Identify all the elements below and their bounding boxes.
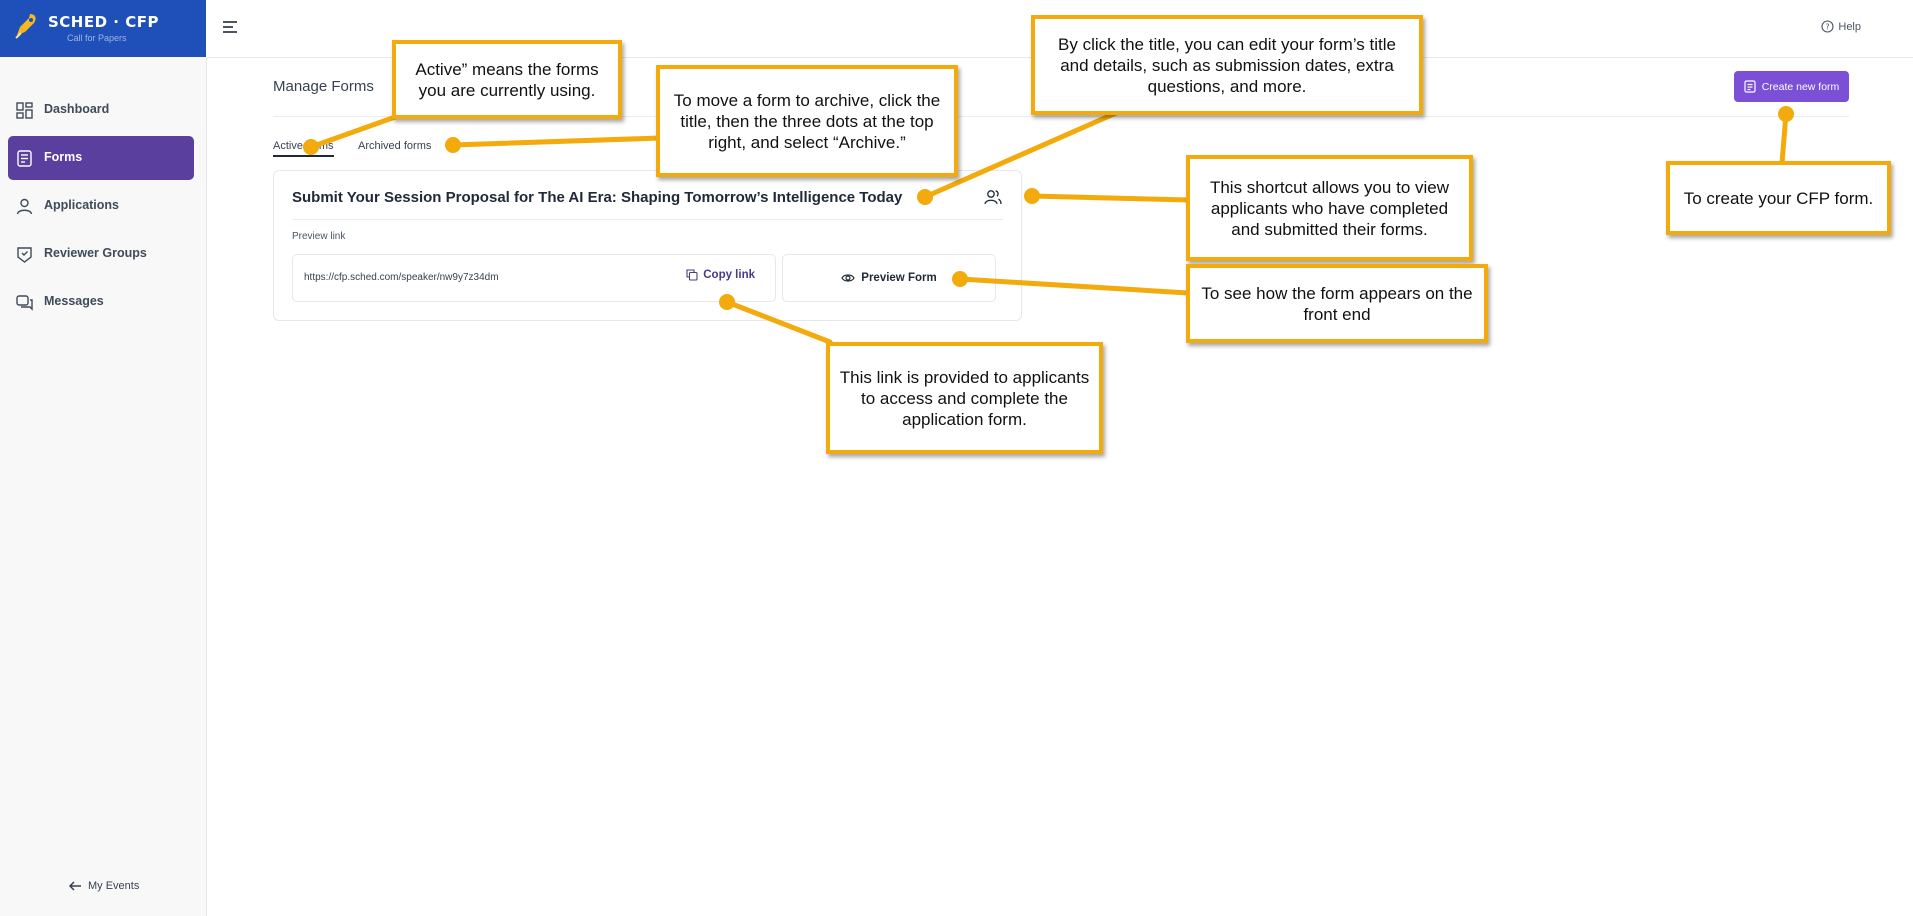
sidebar-item-applications[interactable]: Applications xyxy=(8,184,194,228)
sidebar-item-reviewer-groups[interactable]: Reviewer Groups xyxy=(8,232,194,276)
sidebar-item-label: Applications xyxy=(44,198,120,212)
callout-archive: To move a form to archive, click the tit… xyxy=(656,65,958,177)
tab-active-forms[interactable]: Active forms xyxy=(273,140,334,157)
create-new-form-button[interactable]: Create new form xyxy=(1734,71,1849,102)
callout-applicants-shortcut: This shortcut allows you to view applica… xyxy=(1186,155,1473,261)
preview-form-label: Preview Form xyxy=(861,272,937,284)
rocket-logo-icon xyxy=(15,14,36,39)
eye-icon xyxy=(841,274,855,282)
preview-link-label: Preview link xyxy=(292,231,346,242)
hamburger-menu-icon[interactable] xyxy=(222,20,238,34)
preview-link-box: https://cfp.sched.com/speaker/nw9y7z34dm… xyxy=(292,254,776,302)
sidebar-item-label: Dashboard xyxy=(44,102,110,116)
form-title-link[interactable]: Submit Your Session Proposal for The AI … xyxy=(292,189,903,206)
svg-text:?: ? xyxy=(1826,23,1830,32)
form-icon xyxy=(1744,80,1756,93)
create-new-form-label: Create new form xyxy=(1761,80,1840,93)
callout-edit-title: By click the title, you can edit your fo… xyxy=(1031,15,1423,115)
callout-create-form: To create your CFP form. xyxy=(1666,161,1891,235)
sidebar-item-messages[interactable]: Messages xyxy=(8,280,194,324)
applicants-icon[interactable] xyxy=(984,188,1002,206)
sidebar-item-forms[interactable]: Forms xyxy=(8,136,194,180)
user-icon xyxy=(16,198,33,215)
copy-link-label: Copy link xyxy=(703,269,755,281)
help-button[interactable]: ? Help xyxy=(1821,20,1861,33)
copy-link-button[interactable]: Copy link xyxy=(686,269,755,281)
brand-name: SCHED · CFP xyxy=(48,13,159,31)
dashboard-icon xyxy=(16,102,33,119)
my-events-label: My Events xyxy=(88,880,140,892)
sidebar: SCHED · CFP Call for Papers Dashboard Fo… xyxy=(0,0,207,916)
callout-preview-form: To see how the form appears on the front… xyxy=(1186,264,1488,343)
callout-active-forms: Active” means the forms you are currentl… xyxy=(392,40,622,119)
sidebar-item-label: Forms xyxy=(44,150,83,164)
brand-header[interactable]: SCHED · CFP Call for Papers xyxy=(0,0,206,57)
copy-icon xyxy=(686,269,698,281)
chat-icon xyxy=(16,295,33,311)
page-title: Manage Forms xyxy=(273,78,374,95)
callout-copy-link: This link is provided to applicants to a… xyxy=(826,342,1103,454)
form-icon xyxy=(17,150,32,167)
card-divider xyxy=(292,219,1003,220)
form-card: Submit Your Session Proposal for The AI … xyxy=(273,170,1022,321)
form-url: https://cfp.sched.com/speaker/nw9y7z34dm xyxy=(304,272,499,283)
help-label: Help xyxy=(1838,20,1861,33)
arrow-left-icon xyxy=(68,881,81,891)
help-circle-icon: ? xyxy=(1821,20,1834,33)
brand-subtitle: Call for Papers xyxy=(67,33,127,43)
tab-archived-forms[interactable]: Archived forms xyxy=(358,140,432,152)
sidebar-item-label: Messages xyxy=(44,294,104,308)
preview-form-button[interactable]: Preview Form xyxy=(782,254,996,302)
reviewer-badge-icon xyxy=(17,247,32,263)
sidebar-item-label: Reviewer Groups xyxy=(44,246,147,260)
sidebar-item-dashboard[interactable]: Dashboard xyxy=(8,88,194,132)
my-events-link[interactable]: My Events xyxy=(68,880,139,892)
